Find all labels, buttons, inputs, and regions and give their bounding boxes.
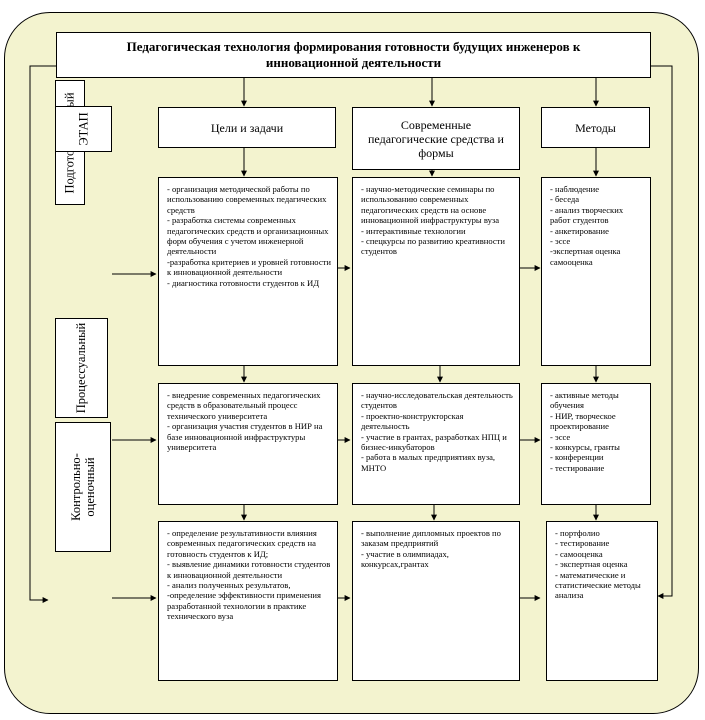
row2-goals-item: - внедрение современных педагогических с… xyxy=(167,390,321,421)
row3-goals-box: - определение результативности влияния с… xyxy=(158,521,338,681)
row2-means-item: - работа в малых предприятиях вуза, МНТО xyxy=(361,452,496,473)
row1-methods-item: - анкетирование xyxy=(550,225,609,236)
row2-methods-item: - эссе xyxy=(550,431,571,442)
row1-means-box: - научно-методические семинары по исполь… xyxy=(352,177,520,366)
row1-methods-item: - анализ творческих работ студентов xyxy=(550,204,624,226)
stage-procedural-label: Процессуальный xyxy=(74,322,89,414)
row2-means-item: - проектно-конструкторская деятельность xyxy=(361,410,464,432)
row3-goals-item: - выявление динамики готовности студенто… xyxy=(167,559,331,580)
row2-methods-item: - конференции xyxy=(550,452,604,463)
row1-goals-item: - организация методической работы по исп… xyxy=(167,184,327,215)
row1-means-item: - спецкурсы по развитию креативности сту… xyxy=(361,236,506,257)
row3-methods-item: - портфолио xyxy=(555,528,600,538)
row3-means-item: - выполнение дипломных проектов по заказ… xyxy=(361,528,501,549)
row2-methods-item: - НИР, творческое проектирование xyxy=(550,410,616,432)
row3-methods-item: - экспертная оценка xyxy=(555,559,628,570)
row3-methods-item: - математические и статистические методы… xyxy=(555,569,641,601)
column-header-goals: Цели и задачи xyxy=(158,107,336,148)
row1-methods-item: -экспертная оценка самооценка xyxy=(550,246,621,267)
row1-methods-item: - наблюдение xyxy=(550,184,600,194)
row2-means-item: - участие в грантах, разработках НПЦ и б… xyxy=(361,431,507,453)
row3-means-box: - выполнение дипломных проектов по заказ… xyxy=(352,521,520,681)
row3-goals-item: - анализ полученных результатов, xyxy=(167,580,291,591)
row2-goals-box: - внедрение современных педагогических с… xyxy=(158,383,338,505)
row3-means-item: - участие в олимпиадах, конкурсах,гранта… xyxy=(361,548,449,570)
column-header-methods: Методы xyxy=(541,107,650,148)
row2-methods-item: - активные методы обучения xyxy=(550,390,619,411)
row1-goals-box: - организация методической работы по исп… xyxy=(158,177,338,366)
diagram-title: Педагогическая технология формирования г… xyxy=(56,32,651,78)
stage-control: Контрольно- оценочный xyxy=(55,422,111,552)
row1-methods-box: - наблюдение - беседа - анализ творчески… xyxy=(541,177,651,366)
row2-methods-item: - конкурсы, гранты xyxy=(550,442,620,453)
stage-control-line2: оценочный xyxy=(83,457,97,517)
column-header-means: Современные педагогические средства и фо… xyxy=(352,107,520,170)
row3-goals-item: - определение результативности влияния с… xyxy=(167,528,317,559)
row2-means-box: - научно-исследовательская деятельность … xyxy=(352,383,520,505)
row1-means-item: - интерактивные технологии xyxy=(361,225,466,236)
stage-control-line1: Контрольно- xyxy=(69,453,83,521)
row1-goals-item: - диагностика готовности студентов к ИД xyxy=(167,277,320,288)
stage-etap-label: ЭТАП xyxy=(76,112,91,146)
row2-means-item: - научно-исследовательская деятельность … xyxy=(361,390,513,411)
row1-methods-item: - беседа xyxy=(550,194,580,205)
row2-methods-item: - тестирование xyxy=(550,462,605,473)
row2-methods-box: - активные методы обучения - НИР, творче… xyxy=(541,383,651,505)
row3-methods-item: - тестирование xyxy=(555,538,610,549)
row1-methods-item: - эссе xyxy=(550,236,571,247)
row2-goals-item: - организация участия студентов в НИР на… xyxy=(167,421,323,453)
stage-procedural: Процессуальный xyxy=(55,318,108,418)
row3-methods-box: - портфолио - тестирование - самооценка … xyxy=(546,521,658,681)
row3-methods-item: - самооценка xyxy=(555,548,603,559)
row3-goals-item: -определение эффективности применения ра… xyxy=(167,590,321,622)
row1-goals-item: - разработка системы современных педагог… xyxy=(167,215,329,257)
stage-etap: ЭТАП xyxy=(55,106,112,152)
row1-means-item: - научно-методические семинары по исполь… xyxy=(361,184,500,226)
stage-control-label: Контрольно- оценочный xyxy=(69,453,97,521)
row1-goals-item: -разработка критериев и уровней готовнос… xyxy=(167,256,331,278)
